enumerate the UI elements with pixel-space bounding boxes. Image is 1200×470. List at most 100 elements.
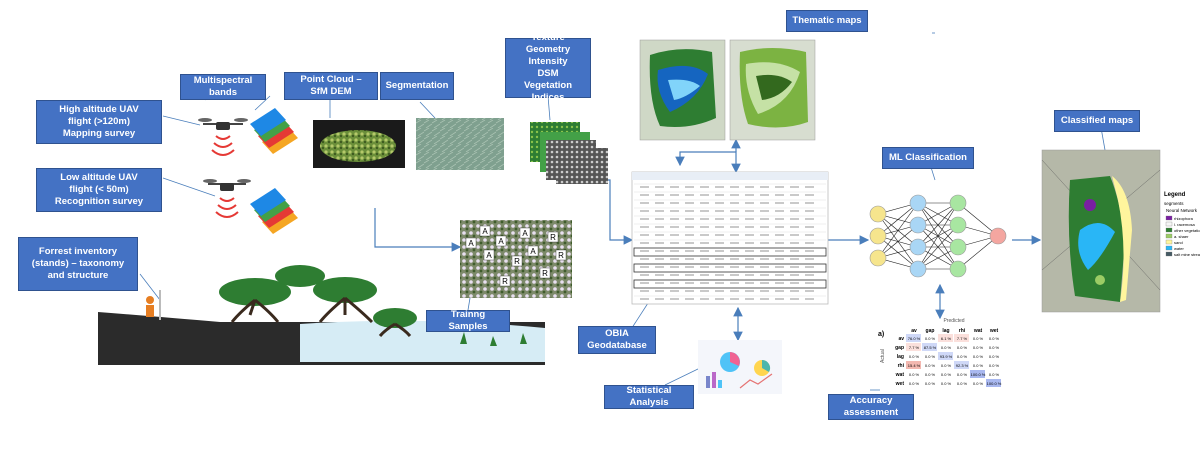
- cm-cell: [970, 343, 985, 351]
- cm-cell: [922, 361, 937, 369]
- nn-node: [949, 194, 967, 212]
- label-features: Texture Geometry Intensity DSM Vegetatio…: [505, 32, 591, 103]
- sample-tag: [547, 231, 559, 243]
- cm-cell-value: 0.0 %: [989, 363, 1000, 368]
- cm-cell: [954, 370, 969, 378]
- nn-node: [869, 205, 887, 223]
- neural-network-diagram: [869, 194, 1007, 278]
- connectors: [139, 32, 1106, 391]
- cm-cell-value: 100.0 %: [987, 381, 1002, 386]
- sample-tag-letter: R: [502, 277, 508, 286]
- cm-cell-value: 0.0 %: [909, 372, 920, 377]
- nn-node: [869, 249, 887, 267]
- cm-cell: [986, 370, 1001, 378]
- cm-cell-value: 0.0 %: [957, 381, 968, 386]
- feature-layers-image: [530, 122, 608, 184]
- cm-cell-value: 0.0 %: [957, 345, 968, 350]
- legend-swatch: [1165, 233, 1173, 239]
- cm-row-label: wat: [895, 372, 905, 378]
- legend-swatch: [1165, 227, 1173, 233]
- nn-node: [909, 194, 927, 212]
- cm-panel-label: a): [878, 331, 884, 338]
- cm-row-label: lag: [897, 354, 904, 360]
- cm-cell-value: 0.0 %: [973, 381, 984, 386]
- label-obia-geodatabase: OBIA Geodatabase: [578, 326, 656, 354]
- cm-cell-value: 0.0 %: [925, 354, 936, 359]
- cm-cell: [970, 361, 985, 369]
- legend-title: Legend: [1164, 192, 1186, 198]
- cm-cell: [922, 370, 937, 378]
- cm-cell-value: 0.0 %: [989, 345, 1000, 350]
- cm-cell-value: 7.7 %: [957, 336, 968, 341]
- cm-cell-value: 6.1 %: [941, 336, 952, 341]
- cm-cell-value: 0.0 %: [925, 336, 936, 341]
- cm-row-label: wet: [895, 381, 905, 387]
- nn-node: [909, 238, 927, 256]
- sample-tag-letter: R: [550, 233, 556, 242]
- cm-cell-value: 0.0 %: [989, 354, 1000, 359]
- label-classified-maps: Classified maps: [1054, 110, 1140, 132]
- label-point-cloud: Point Cloud – SfM DEM: [284, 72, 378, 100]
- legend-swatch: [1165, 215, 1173, 221]
- nn-node: [909, 260, 927, 278]
- cm-cell-value: 0.0 %: [973, 363, 984, 368]
- legend-item-label: a. shaer: [1174, 234, 1189, 239]
- cm-cell: [970, 352, 985, 360]
- sample-tag: [499, 275, 511, 287]
- cm-row-label: gap: [895, 345, 904, 351]
- cm-cell: [986, 334, 1001, 342]
- cm-cell-value: 0.0 %: [957, 372, 968, 377]
- sample-tag: [555, 249, 567, 261]
- cm-cell: [986, 352, 1001, 360]
- arrow-features-to-table: [568, 179, 634, 245]
- cm-row-axis: Actual: [880, 349, 886, 363]
- nn-node: [989, 227, 1007, 245]
- cm-cell-value: 0.0 %: [941, 345, 952, 350]
- obia-table: [631, 171, 829, 305]
- legend-item-label: salt mine stream: [1174, 252, 1200, 257]
- cm-cell-value: 0.0 %: [941, 372, 952, 377]
- cm-cell-value: 0.0 %: [925, 363, 936, 368]
- label-segmentation: Segmentation: [380, 72, 454, 100]
- arrow-table-to-thematic: [675, 151, 741, 174]
- sample-tag-letter: A: [522, 229, 528, 238]
- cm-cell-value: 15.4 %: [908, 363, 921, 368]
- cm-title: Predicted: [943, 318, 964, 324]
- sample-tag: [465, 237, 477, 249]
- cm-cell-value: 0.0 %: [909, 354, 920, 359]
- cm-cell: [906, 352, 921, 360]
- cm-cell: [906, 334, 921, 342]
- legend-swatch: [1165, 239, 1173, 245]
- cm-cell: [922, 343, 937, 351]
- cm-cell-value: 0.0 %: [941, 363, 952, 368]
- sample-tag: [527, 245, 539, 257]
- cm-cell: [954, 334, 969, 342]
- cm-cell: [938, 334, 953, 342]
- legend-subtitle: segments: [1164, 201, 1184, 206]
- cm-cell: [954, 379, 969, 387]
- sample-tag-letter: A: [468, 239, 474, 248]
- cm-row-label: av: [898, 336, 904, 342]
- classified-map: [1041, 149, 1161, 313]
- thematic-map-1: [639, 39, 726, 141]
- legend-swatch: [1165, 245, 1173, 251]
- multispectral-bands-low-icon: [250, 188, 298, 234]
- cm-cell-value: 0.0 %: [925, 372, 936, 377]
- legend-item-label: sand: [1174, 240, 1183, 245]
- cm-cell-value: 0.0 %: [957, 354, 968, 359]
- statistical-analysis-image: [698, 340, 782, 394]
- legend-item-label: rhizophora: [1174, 216, 1194, 221]
- sample-tag: [495, 235, 507, 247]
- cm-cell-value: 93.9 %: [940, 354, 953, 359]
- nn-node: [909, 216, 927, 234]
- thematic-map-2: [729, 39, 816, 141]
- label-forest-inventory: Forrest inventory (stands) – taxonomy an…: [18, 237, 138, 291]
- cm-cell: [954, 343, 969, 351]
- cm-col-label: av: [911, 328, 917, 334]
- cm-row-label: rhi: [898, 363, 905, 369]
- cm-col-label: lag: [942, 328, 949, 334]
- segmentation-image: [416, 118, 504, 170]
- nn-node: [949, 238, 967, 256]
